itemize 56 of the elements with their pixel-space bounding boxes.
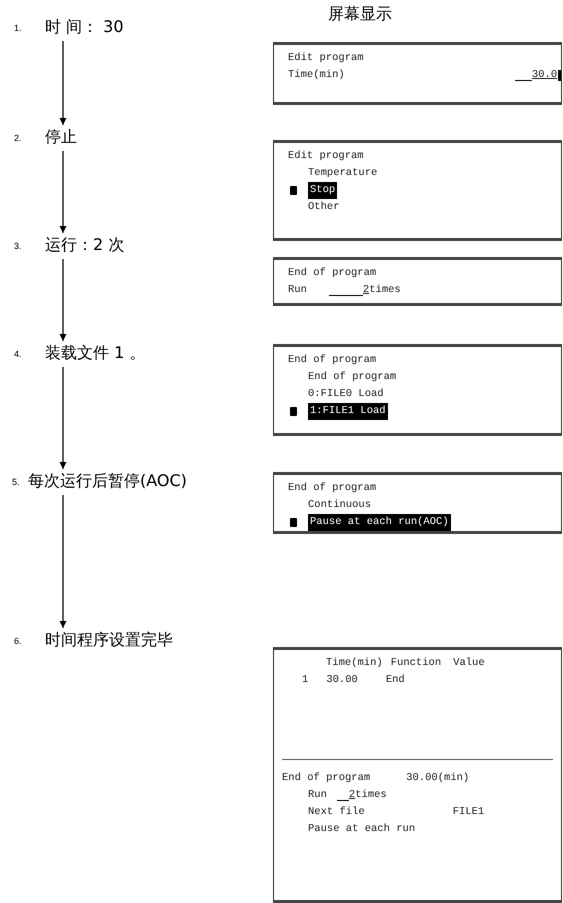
- screen-text: FILE1: [452, 805, 484, 820]
- arrow: [60, 367, 66, 469]
- screen-text: Edit program: [288, 51, 364, 66]
- step-number: 5.: [12, 476, 20, 488]
- step-number: 3.: [14, 240, 22, 252]
- step-number: 2.: [14, 132, 22, 144]
- step-number: 4.: [14, 348, 22, 360]
- arrow: [60, 151, 66, 233]
- display-screen: [273, 472, 562, 534]
- display-screen: [273, 42, 562, 105]
- highlighted-option: Stop: [308, 182, 338, 199]
- display-screen: [273, 257, 562, 306]
- screen-text: End of program: [288, 353, 376, 368]
- screen-text: Run: [288, 283, 307, 298]
- screen-text: 30.0: [532, 68, 558, 83]
- display-screen: [273, 140, 562, 241]
- screen-text: Temperature: [308, 166, 378, 181]
- display-screen: [273, 344, 562, 436]
- highlighted-option: 1:FILE1 Load: [308, 403, 388, 420]
- step-text: 时 间： 30: [45, 16, 124, 38]
- screen-text: Pause at each run: [308, 822, 416, 837]
- step-text: 停止: [45, 126, 77, 148]
- arrow: [60, 495, 66, 628]
- screen-text: Next file: [308, 805, 365, 820]
- arrow: [60, 41, 66, 125]
- screen-text: End of program: [288, 266, 376, 281]
- screen-text: times: [369, 283, 401, 298]
- screen-text: End of program: [288, 481, 376, 496]
- step-text: 运行：2 次: [45, 234, 124, 256]
- step-number: 1.: [14, 22, 22, 34]
- screen-text: Time(min): [288, 68, 345, 83]
- screen-text: Continuous: [308, 498, 372, 513]
- screen-text: 1: [302, 673, 308, 688]
- screen-text: 0:FILE0 Load: [308, 387, 384, 402]
- highlighted-option: Pause at each run(AOC): [308, 514, 451, 531]
- step-number: 6.: [14, 635, 22, 647]
- screen-text: 2: [362, 283, 370, 298]
- screen-text: Function: [390, 656, 442, 671]
- step-text: 装载文件 1 。: [45, 342, 146, 364]
- screen-text: Time(min): [326, 656, 383, 671]
- screen-text: times: [355, 788, 387, 803]
- display-screen: [273, 647, 562, 903]
- screen-text: Run: [308, 788, 327, 803]
- screen-text: 30.00: [326, 673, 358, 688]
- screen-text: Other: [308, 200, 340, 215]
- screen-text: Edit program: [288, 149, 364, 164]
- screen-text: End: [386, 673, 405, 688]
- screen-text: 30.00(min): [406, 771, 470, 786]
- column-heading: 屏幕显示: [328, 4, 392, 24]
- screen-text: 2: [348, 788, 356, 803]
- step-text: 每次运行后暂停(AOC): [28, 470, 187, 492]
- screen-text: End of program: [308, 370, 396, 385]
- step-text: 时间程序设置完毕: [45, 629, 173, 651]
- arrow: [60, 259, 66, 341]
- screen-text: End of program: [282, 771, 370, 786]
- screen-text: Value: [453, 656, 485, 671]
